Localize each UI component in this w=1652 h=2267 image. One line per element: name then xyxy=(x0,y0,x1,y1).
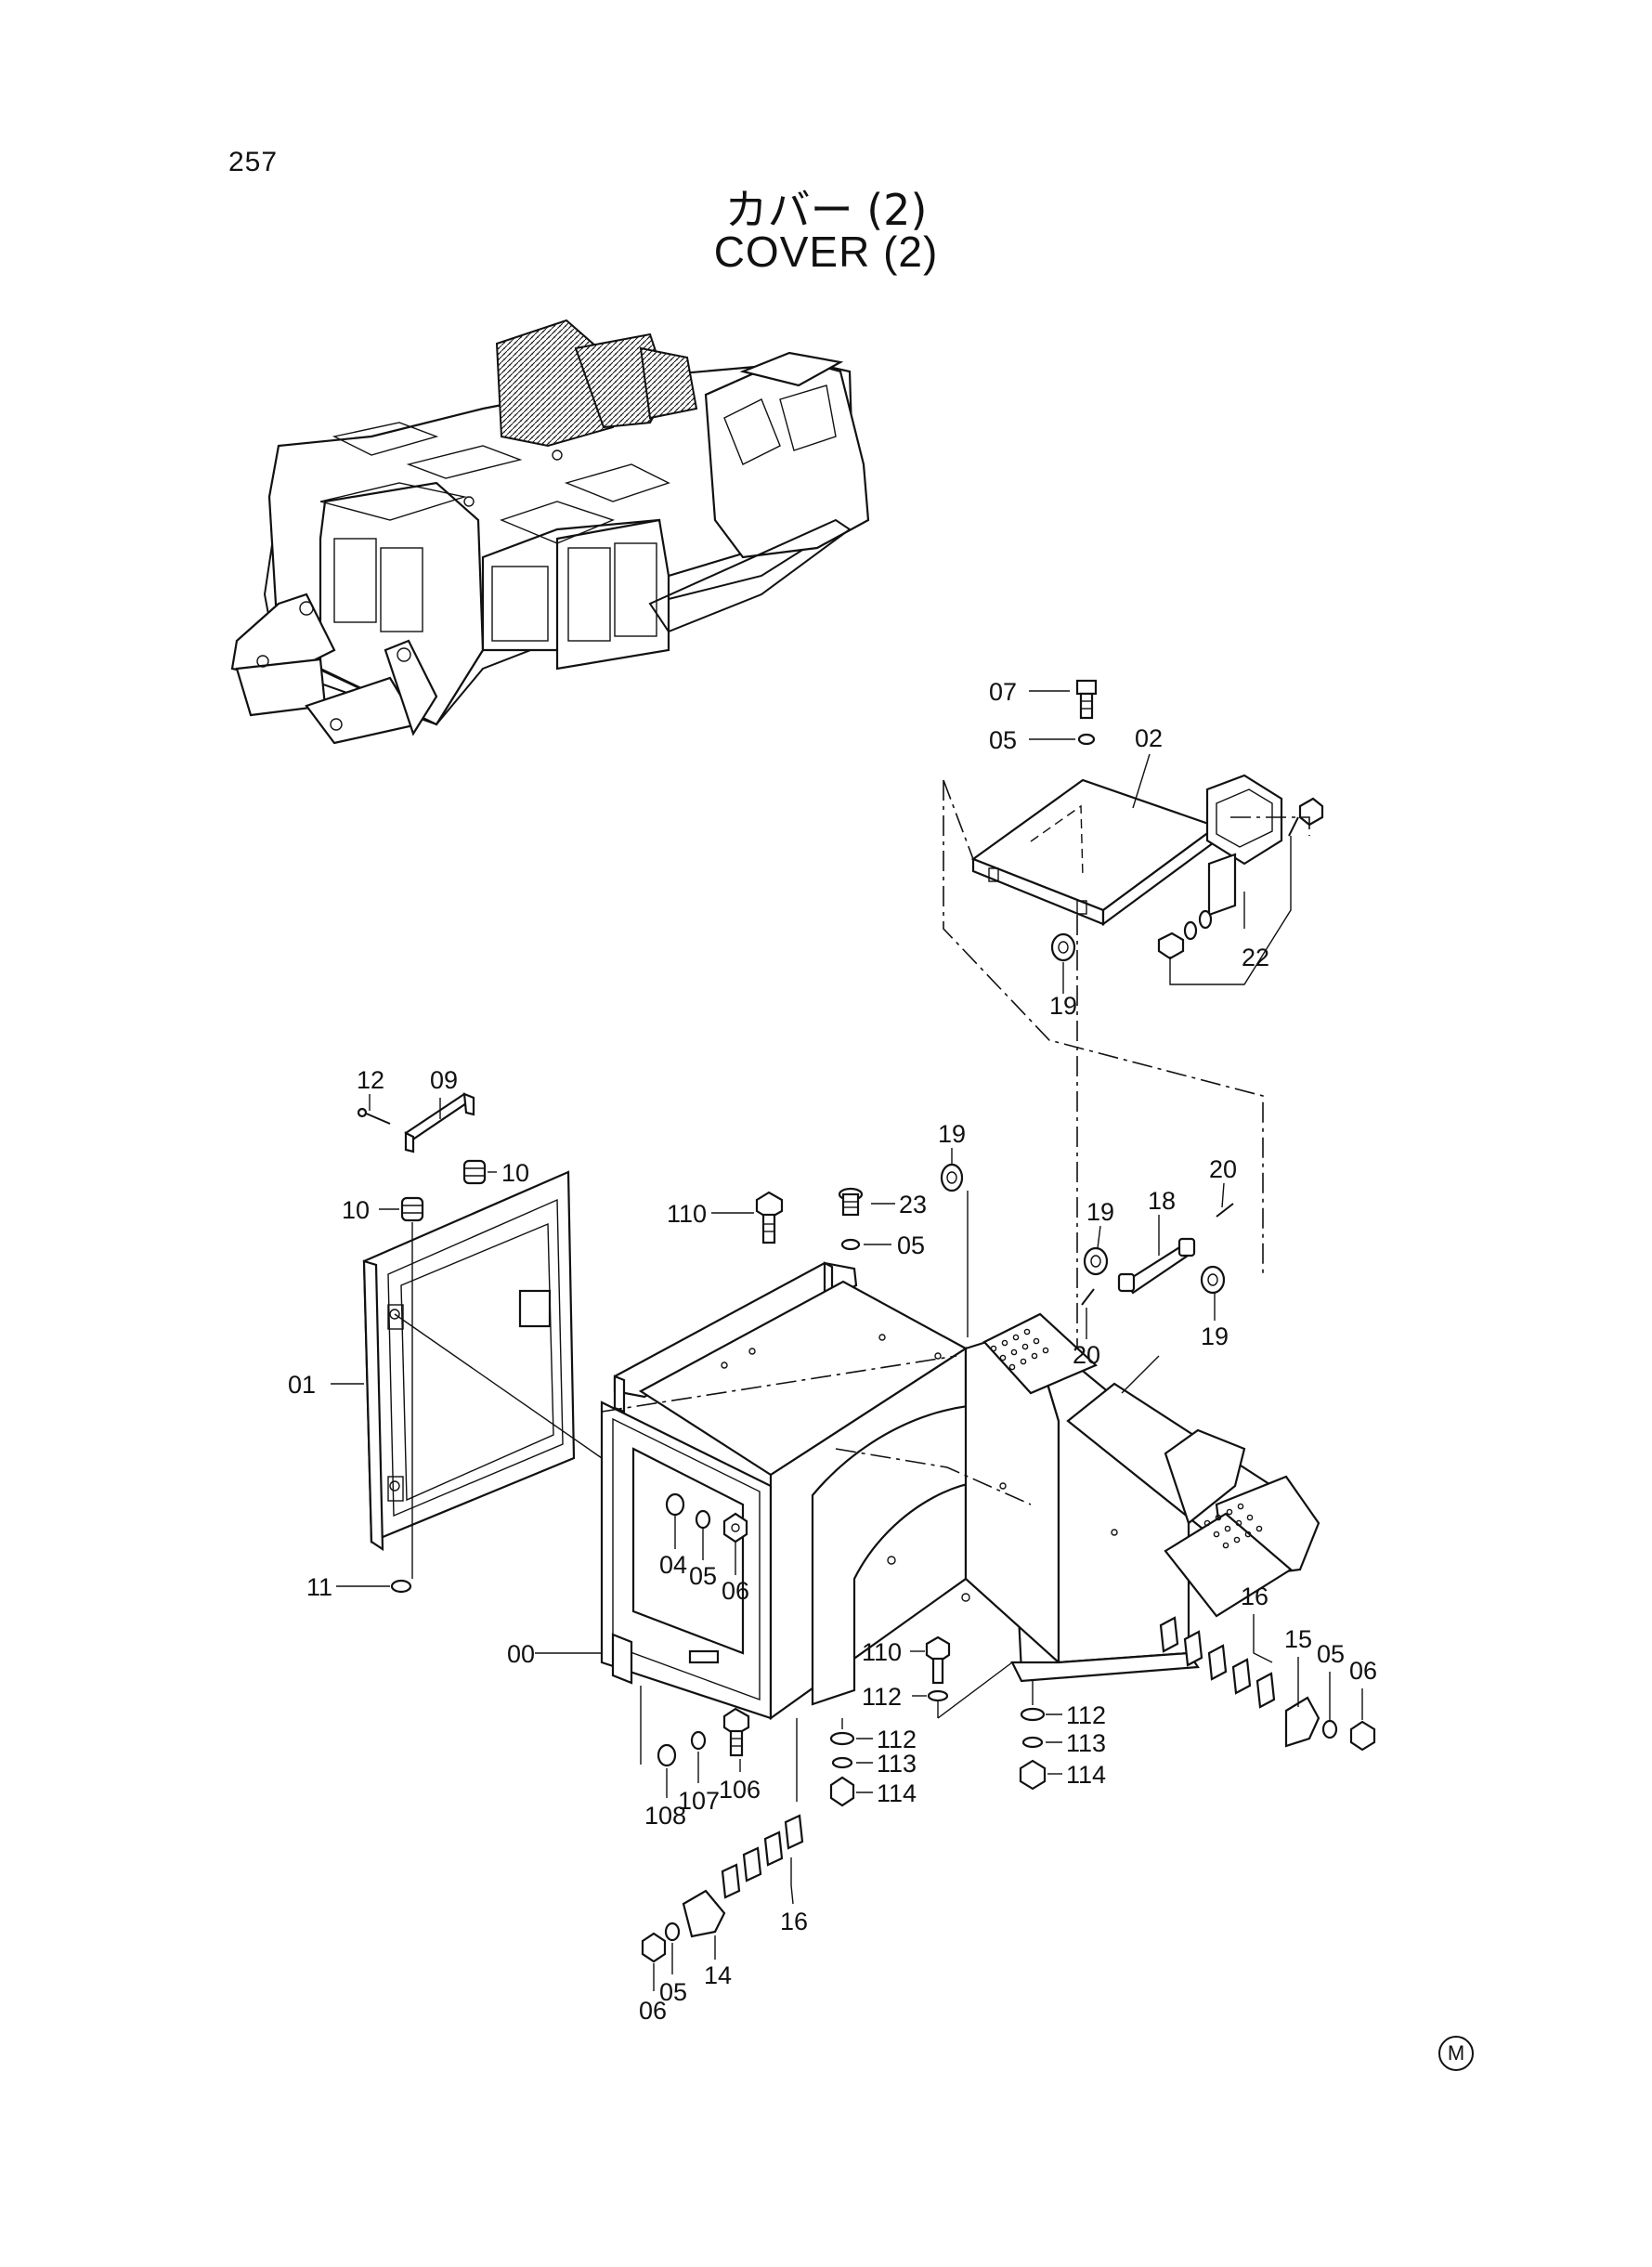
callout-06: 06 xyxy=(722,1577,749,1605)
callout-107: 107 xyxy=(678,1787,720,1815)
step-perforations xyxy=(990,1328,1263,1549)
callout-19: 19 xyxy=(1049,992,1077,1020)
callout-16: 16 xyxy=(1241,1583,1268,1610)
main-cover-body xyxy=(535,1261,1320,1721)
callout-04: 04 xyxy=(659,1551,687,1579)
callout-113: 113 xyxy=(877,1750,917,1778)
callout-16: 16 xyxy=(780,1908,808,1935)
callout-112: 112 xyxy=(1066,1701,1106,1729)
callout-10: 10 xyxy=(501,1159,529,1187)
callout-114: 114 xyxy=(877,1779,917,1807)
page-title-japanese: カバー (2) xyxy=(724,185,928,235)
callout-05: 05 xyxy=(989,726,1017,754)
callout-14: 14 xyxy=(704,1961,732,1989)
callout-06: 06 xyxy=(1349,1657,1377,1685)
callout-05: 05 xyxy=(659,1978,687,2006)
callout-05: 05 xyxy=(1317,1640,1345,1668)
callout-20: 20 xyxy=(1073,1341,1100,1369)
top-cover-assembly xyxy=(943,679,1324,1477)
callout-23: 23 xyxy=(899,1191,927,1218)
registered-mark: M xyxy=(1438,2036,1474,2071)
callout-09: 09 xyxy=(430,1066,458,1094)
top-fasteners xyxy=(711,1187,895,1251)
callout-19: 19 xyxy=(1201,1322,1229,1350)
callout-110: 110 xyxy=(667,1200,707,1228)
callout-05: 05 xyxy=(897,1231,925,1259)
callout-labels: 07 05 02 22 19 09 12 10 10 01 11 19 110 … xyxy=(288,678,1377,2025)
callout-18: 18 xyxy=(1148,1187,1176,1215)
callout-19: 19 xyxy=(1086,1198,1114,1226)
callout-00: 00 xyxy=(507,1640,535,1668)
callout-19: 19 xyxy=(938,1120,966,1148)
callout-10: 10 xyxy=(342,1196,370,1224)
callout-05: 05 xyxy=(689,1562,717,1590)
callout-07: 07 xyxy=(989,678,1017,706)
machine-overview-illustration xyxy=(230,319,870,745)
callout-22: 22 xyxy=(1242,944,1269,971)
callout-106: 106 xyxy=(719,1776,761,1804)
page-number: 257 xyxy=(228,147,279,177)
callout-112: 112 xyxy=(877,1726,917,1753)
callout-06: 06 xyxy=(639,1997,667,2025)
callout-108: 108 xyxy=(644,1802,686,1830)
page-title-english: COVER (2) xyxy=(713,228,939,276)
stay-assembly xyxy=(940,1148,1234,1339)
callout-113: 113 xyxy=(1066,1729,1106,1757)
callout-114: 114 xyxy=(1066,1761,1106,1789)
callout-01: 01 xyxy=(288,1371,316,1399)
callout-112: 112 xyxy=(862,1683,902,1711)
callout-20: 20 xyxy=(1209,1155,1237,1183)
callout-110: 110 xyxy=(862,1638,902,1666)
callout-11: 11 xyxy=(306,1573,332,1601)
callout-02: 02 xyxy=(1135,724,1163,752)
callout-12: 12 xyxy=(357,1066,384,1094)
door-assembly xyxy=(331,1092,603,1594)
bottom-fasteners xyxy=(640,1614,1376,1991)
callout-15: 15 xyxy=(1284,1625,1312,1653)
